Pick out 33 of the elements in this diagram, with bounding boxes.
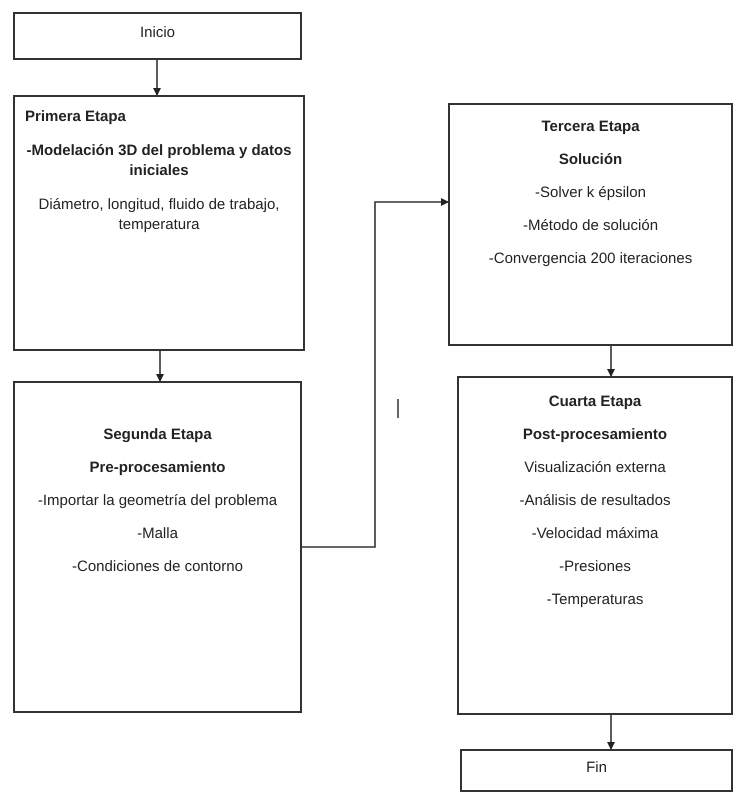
step-text: -Solver k épsilon	[534, 183, 647, 203]
arrow	[607, 346, 615, 377]
step-text: -Análisis de resultados	[518, 491, 672, 511]
heading-text: Pre-procesamiento	[88, 458, 226, 478]
step-text: -Temperaturas	[546, 590, 644, 610]
heading-text: Post-procesamiento	[522, 425, 668, 445]
arrow	[607, 715, 615, 750]
process-box	[448, 103, 733, 346]
process-box	[13, 95, 305, 351]
process-box	[13, 381, 302, 713]
heading-text: Solución	[558, 150, 624, 170]
step-text: Visualización externa	[523, 458, 667, 478]
step-text: -Convergencia 200 iteraciones	[488, 249, 694, 269]
step-text: Diámetro, longitud, fluido de trabajo, temperatura	[38, 195, 280, 235]
heading-text: Primera Etapa	[25, 107, 127, 127]
step-text: -Malla	[136, 524, 179, 544]
heading-text: Tercera Etapa	[540, 117, 641, 137]
step-text: -Presiones	[558, 557, 632, 577]
arrow	[156, 351, 164, 382]
step-text: -Velocidad máxima	[530, 524, 660, 544]
step-text: -Condiciones de contorno	[71, 557, 244, 577]
step-text: Fin	[585, 758, 608, 778]
arrow	[302, 198, 449, 548]
heading-text: -Modelación 3D del problema y datos iniciales	[25, 141, 293, 181]
step-text: -Método de solución	[522, 216, 660, 236]
step-text: Inicio	[138, 23, 176, 43]
heading-text: Cuarta Etapa	[548, 392, 642, 412]
step-text: -Importar la geometría del problema	[36, 491, 278, 511]
process-box	[460, 749, 733, 792]
process-box	[457, 376, 733, 715]
heading-text: Segunda Etapa	[102, 425, 213, 445]
arrow	[153, 60, 161, 96]
process-box	[13, 12, 302, 60]
